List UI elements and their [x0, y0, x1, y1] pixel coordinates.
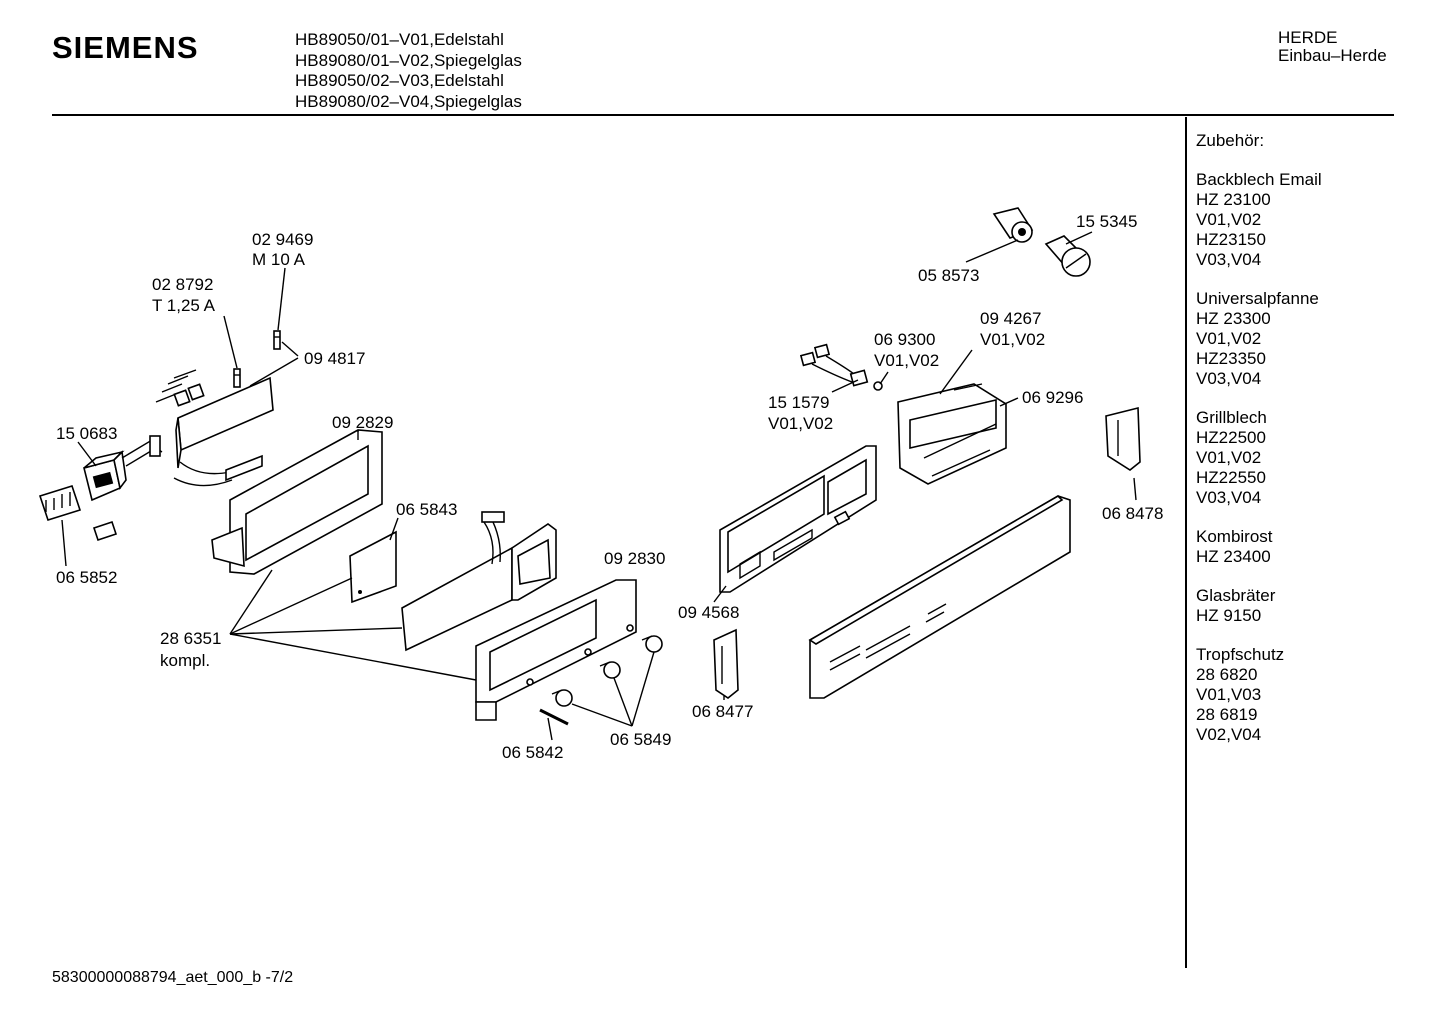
display-module-drawing — [401, 511, 557, 652]
part-label: 15 1579 — [768, 393, 829, 412]
accessory-group: Glasbräter HZ 9150 — [1196, 586, 1322, 626]
part-label: 06 5849 — [610, 730, 671, 749]
accessory-line: 28 6820 — [1196, 665, 1258, 684]
accessory-name: Backblech Email — [1196, 170, 1322, 189]
model-list: HB89050/01–V01,Edelstahl HB89080/01–V02,… — [295, 30, 522, 112]
model-line: HB89080/02–V04,Spiegelglas — [295, 91, 522, 111]
front-panel-drawing — [475, 579, 637, 721]
sidebar-divider — [1185, 117, 1187, 968]
control-frame-drawing — [719, 445, 877, 593]
accessory-line: V03,V04 — [1196, 250, 1262, 269]
lamp-cover-drawing — [1044, 235, 1091, 277]
part-label: 06 5852 — [56, 568, 117, 587]
part-label: 02 8792 — [152, 275, 213, 294]
accessory-line: HZ23350 — [1196, 349, 1266, 368]
accessory-name: Kombirost — [1196, 527, 1273, 546]
accessories-panel: Zubehör: Backblech Email HZ 23100 V01,V0… — [1196, 131, 1322, 764]
accessory-line: V01,V02 — [1196, 448, 1262, 467]
category-title: HERDE — [1278, 28, 1338, 47]
accessory-line: V01,V02 — [1196, 329, 1262, 348]
accessory-line: HZ 23100 — [1196, 190, 1271, 209]
accessory-group: Backblech Email HZ 23100 V01,V02 HZ23150… — [1196, 170, 1322, 270]
accessory-line: HZ 9150 — [1196, 606, 1262, 625]
model-line: HB89050/01–V01,Edelstahl — [295, 30, 504, 49]
mount-bracket-drawing — [897, 383, 1007, 485]
model-line: HB89080/01–V02,Spiegelglas — [295, 50, 522, 70]
document-code: 58300000088794_aet_000_b -7/2 — [52, 969, 294, 986]
side-clip-right-drawing — [1105, 406, 1141, 471]
part-label: 15 0683 — [56, 424, 117, 443]
part-label-sub: kompl. — [160, 651, 210, 670]
side-clip-left-drawing — [713, 628, 739, 699]
part-label-sub: V01,V02 — [874, 351, 939, 370]
cable-harness-drawing — [799, 343, 883, 391]
accessory-line: V01,V03 — [1196, 685, 1262, 704]
model-line: HB89050/02–V03,Edelstahl — [295, 71, 504, 90]
category-block: HERDE Einbau–Herde — [1278, 29, 1387, 65]
accessory-line: HZ23150 — [1196, 230, 1266, 249]
control-board-drawing — [155, 369, 274, 487]
accessory-group: Grillblech HZ22500 V01,V02 HZ22550 V03,V… — [1196, 408, 1322, 508]
part-label: 28 6351 — [160, 629, 221, 648]
accessory-line: HZ22550 — [1196, 468, 1266, 487]
accessory-line: HZ22500 — [1196, 428, 1266, 447]
accessory-line: HZ 23300 — [1196, 309, 1271, 328]
accessory-group: Universalpfanne HZ 23300 V01,V02 HZ23350… — [1196, 289, 1322, 389]
part-labels: 02 9469 M 10 A 02 8792 T 1,25 A 09 4817 … — [56, 212, 1163, 762]
part-label: 06 9296 — [1022, 388, 1083, 407]
part-label: 09 2830 — [604, 549, 665, 568]
fuse-029469-drawing — [273, 330, 281, 350]
part-label: 09 4267 — [980, 309, 1041, 328]
part-label: 06 9300 — [874, 330, 935, 349]
terminal-block-drawing — [38, 485, 118, 542]
brand-logo: SIEMENS — [52, 30, 199, 65]
accessory-group: Tropfschutz 28 6820 V01,V03 28 6819 V02,… — [1196, 645, 1322, 745]
part-label: 09 4568 — [678, 603, 739, 622]
screw-drawing — [539, 708, 569, 726]
accessory-line: V03,V04 — [1196, 488, 1262, 507]
accessory-line: V02,V04 — [1196, 725, 1262, 744]
part-label: 05 8573 — [918, 266, 979, 285]
part-label-sub: M 10 A — [252, 250, 306, 269]
exploded-parts-diagram: 02 9469 M 10 A 02 8792 T 1,25 A 09 4817 … — [38, 207, 1163, 762]
accessory-name: Tropfschutz — [1196, 645, 1285, 664]
part-label: 06 8478 — [1102, 504, 1163, 523]
part-label-sub: V01,V02 — [980, 330, 1045, 349]
accessories-title: Zubehör: — [1196, 131, 1265, 150]
transformer-drawing — [83, 435, 163, 502]
part-label: 09 2829 — [332, 413, 393, 432]
part-label: 06 5843 — [396, 500, 457, 519]
fuse-028792-drawing — [233, 368, 241, 388]
accessory-line: 28 6819 — [1196, 705, 1258, 724]
accessory-name: Universalpfanne — [1196, 289, 1319, 308]
part-label: 02 9469 — [252, 230, 313, 249]
accessory-line: V03,V04 — [1196, 369, 1262, 388]
accessory-name: Grillblech — [1196, 408, 1267, 427]
accessory-group: Kombirost HZ 23400 — [1196, 527, 1322, 567]
part-label: 06 5842 — [502, 743, 563, 762]
display-board-drawing — [349, 530, 397, 604]
leader-lines — [61, 231, 1137, 741]
part-label-sub: V01,V02 — [768, 414, 833, 433]
accessory-line: V01,V02 — [1196, 210, 1262, 229]
part-label-sub: T 1,25 A — [152, 296, 216, 315]
part-label: 09 4817 — [304, 349, 365, 368]
category-subtitle: Einbau–Herde — [1278, 46, 1387, 65]
header-divider — [52, 114, 1394, 116]
accessory-line: HZ 23400 — [1196, 547, 1271, 566]
part-label: 15 5345 — [1076, 212, 1137, 231]
lamp-socket-drawing — [992, 207, 1034, 243]
control-panel-strip-drawing — [808, 494, 1071, 699]
accessory-name: Glasbräter — [1196, 586, 1276, 605]
part-label: 06 8477 — [692, 702, 753, 721]
